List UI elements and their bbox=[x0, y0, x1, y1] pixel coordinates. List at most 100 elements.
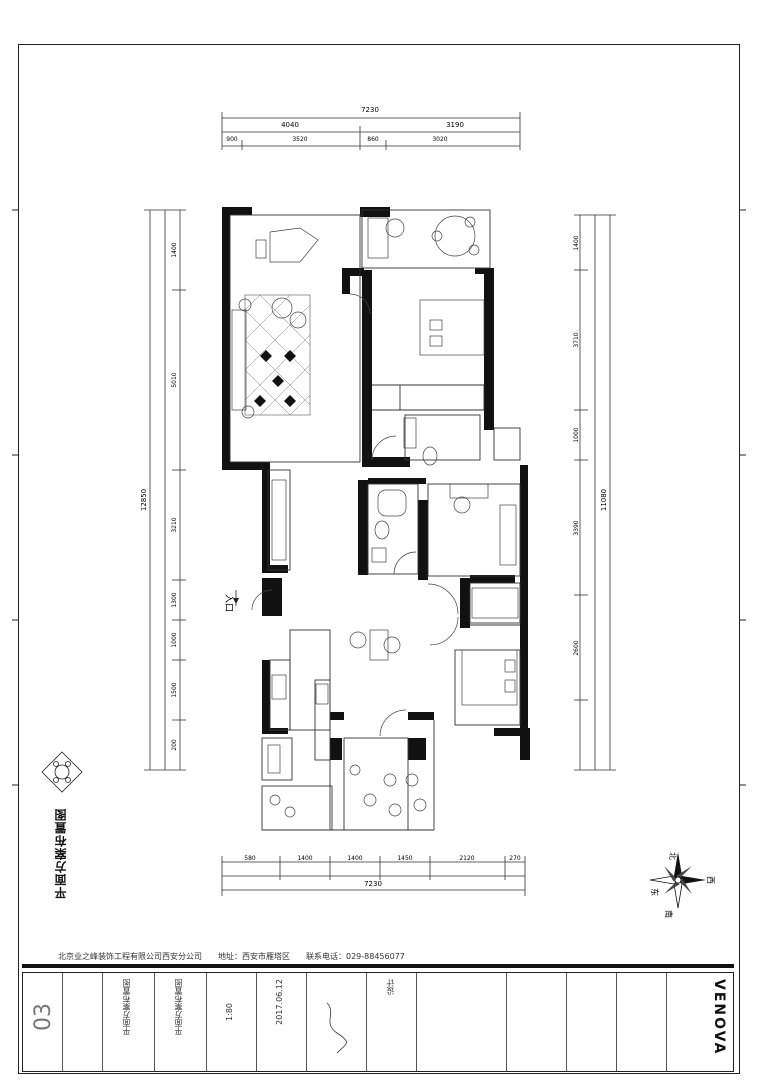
piano bbox=[269, 227, 319, 263]
tb-sheet-cell: 03 bbox=[23, 973, 63, 1071]
dim-left-sub-5: 1000 bbox=[171, 632, 178, 647]
signature-mark bbox=[326, 1002, 347, 1054]
side-table bbox=[238, 298, 252, 312]
tb-brand-cell: VENOVA bbox=[667, 973, 733, 1071]
company-name: 北京业之峰装饰工程有限公司西安分公司 bbox=[58, 951, 202, 961]
dim-bottom-sub-4: 1450 bbox=[397, 855, 412, 862]
tb-notes-cell bbox=[417, 973, 507, 1071]
dim-right-sub-1: 3710 bbox=[573, 332, 580, 347]
vanity-stool bbox=[453, 496, 471, 514]
entry-cabinet bbox=[271, 479, 287, 561]
company-address-label: 地址： bbox=[218, 951, 242, 961]
pillow-2 bbox=[429, 335, 443, 347]
tb-scale: 1:80 bbox=[225, 1003, 234, 1021]
dim-bottom-sub-5: 2120 bbox=[459, 855, 474, 862]
tb-empty-cell-2 bbox=[507, 973, 567, 1071]
dim-top-right: 3190 bbox=[446, 121, 464, 129]
armchair-1 bbox=[271, 297, 293, 319]
balcony-cabinet bbox=[367, 217, 389, 259]
entrance-marker bbox=[233, 590, 239, 606]
dim-right-sub-2: 1000 bbox=[573, 427, 580, 442]
round-table bbox=[434, 215, 476, 257]
tb-scale-cell: 1:80 bbox=[207, 973, 257, 1071]
dining-chair-1 bbox=[349, 631, 367, 649]
compass-east: 东 bbox=[650, 888, 660, 896]
chair-3 bbox=[468, 244, 480, 256]
plant-1 bbox=[241, 405, 255, 419]
dim-bottom-sub-6: 270 bbox=[509, 855, 521, 862]
plant-7 bbox=[349, 764, 361, 776]
tb-empty-cell-3 bbox=[617, 973, 667, 1071]
vanity bbox=[449, 483, 489, 499]
entrance-label: 入口 bbox=[223, 594, 234, 612]
walls bbox=[222, 207, 530, 760]
tb-company-cell bbox=[567, 973, 617, 1071]
sink-1 bbox=[371, 547, 387, 563]
bathroom-vanity bbox=[403, 417, 417, 449]
dim-top-sub-1: 900 bbox=[226, 136, 238, 143]
bottom-dimension-lines bbox=[221, 856, 526, 896]
armchair-2 bbox=[289, 311, 307, 329]
wardrobe-2 bbox=[471, 587, 519, 619]
double-bed bbox=[419, 299, 485, 356]
tb-designer: 设计 bbox=[386, 979, 395, 995]
tb-signature-cell bbox=[307, 973, 367, 1071]
chair-1 bbox=[431, 230, 443, 242]
plant-5 bbox=[405, 773, 419, 787]
dim-right-sub-4: 2600 bbox=[573, 640, 580, 655]
pillow-3 bbox=[504, 659, 516, 673]
company-info-bar: 北京业之峰装饰工程有限公司西安分公司 地址：西安市雁塔区 联系电话：029-88… bbox=[22, 948, 734, 964]
dim-right-sub-0: 1400 bbox=[573, 235, 580, 250]
pillow-1 bbox=[429, 319, 443, 331]
drawing-frame bbox=[18, 44, 740, 1074]
toilet-2 bbox=[374, 520, 390, 540]
dim-left-sub-1: 1400 bbox=[171, 242, 178, 257]
tb-empty-cell bbox=[63, 973, 103, 1071]
dim-left-sub-2: 5010 bbox=[171, 372, 178, 387]
dining-chair-2 bbox=[383, 636, 401, 654]
double-bed-2 bbox=[461, 649, 518, 706]
tb-drawing-cell: 平面方案布置图 bbox=[155, 973, 207, 1071]
chair-2 bbox=[464, 216, 476, 228]
wardrobe bbox=[499, 504, 517, 566]
kitchen-sink bbox=[271, 674, 287, 700]
stove bbox=[315, 683, 329, 705]
compass-south: 南 bbox=[664, 910, 674, 918]
right-dimension-lines bbox=[574, 214, 616, 771]
dim-bottom-sub-1: 580 bbox=[244, 855, 256, 862]
compass-icon bbox=[649, 852, 706, 909]
plant-8 bbox=[269, 794, 281, 806]
dim-bottom-sub-2: 1400 bbox=[297, 855, 312, 862]
dim-left-sub-6: 1500 bbox=[171, 682, 178, 697]
tb-project-cell: 平面方案布置图 bbox=[103, 973, 155, 1071]
dim-left-sub-4: 1300 bbox=[171, 592, 178, 607]
dim-left-total: 12850 bbox=[140, 489, 148, 511]
plant-3 bbox=[363, 793, 377, 807]
company-address: 西安市雁塔区 bbox=[242, 951, 290, 961]
tb-project: 平面方案布置图 bbox=[122, 979, 131, 1035]
plant-9 bbox=[284, 806, 296, 818]
dim-right-total: 11080 bbox=[600, 489, 608, 511]
dim-top-sub-3: 860 bbox=[367, 136, 379, 143]
sheet-number: 03 bbox=[31, 1003, 56, 1031]
company-phone: 029-88456077 bbox=[346, 951, 405, 961]
dim-left-sub-3: 3210 bbox=[171, 517, 178, 532]
dim-top-sub-2: 3520 bbox=[292, 136, 307, 143]
dim-bottom-total: 7230 bbox=[364, 880, 382, 888]
pillow-4 bbox=[504, 679, 516, 693]
dim-right-sub-3: 3390 bbox=[573, 520, 580, 535]
title-emblem bbox=[41, 751, 83, 793]
dining-table bbox=[369, 629, 389, 661]
tb-designer-cell: 设计 bbox=[367, 973, 417, 1071]
dim-top-left: 4040 bbox=[281, 121, 299, 129]
toilet-1 bbox=[422, 446, 438, 466]
living-room-tiles bbox=[244, 294, 311, 416]
title-block: 03 平面方案布置图 平面方案布置图 1:80 2017.06.12 设计 VE… bbox=[22, 972, 734, 1072]
piano-stool bbox=[255, 239, 267, 259]
plant-2 bbox=[383, 773, 397, 787]
door-swings bbox=[251, 293, 459, 737]
divider-bar bbox=[22, 964, 734, 968]
tb-date-cell: 2017.06.12 bbox=[257, 973, 307, 1071]
